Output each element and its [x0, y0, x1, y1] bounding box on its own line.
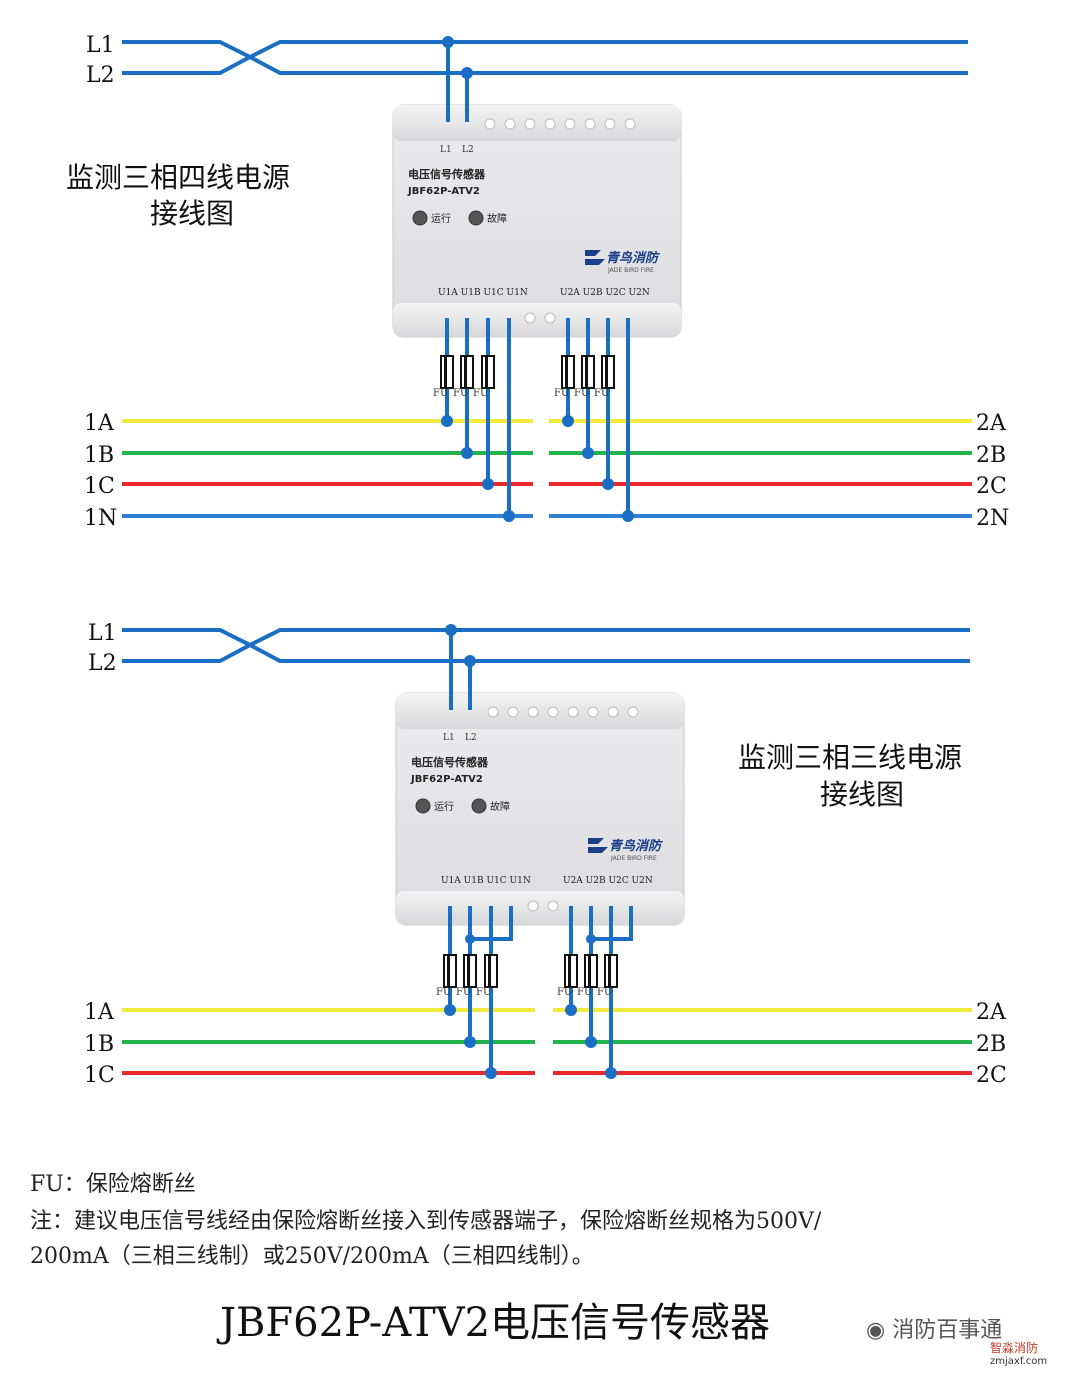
- bottom-terminals-group1: U1A U1B U1C U1N: [438, 288, 528, 298]
- run-led-label: 运行: [434, 800, 454, 813]
- fuse-label: FU: [476, 987, 491, 998]
- bus-label-2n: 2N: [976, 506, 1009, 531]
- brand-name: 青鸟消防: [609, 838, 663, 854]
- sensor-device: L1 L2 电压信号传感器 JBF62P-ATV2 运行 故障 青鸟消防 JAD…: [395, 692, 685, 926]
- bus-label-2a: 2A: [976, 411, 1007, 436]
- watermark-account: ◉ 消防百事通: [866, 1312, 1002, 1344]
- phase-buses: [122, 419, 972, 518]
- bottom-terminals-group1: U1A U1B U1C U1N: [441, 876, 531, 886]
- brand-name-en: JADE BIRD FIRE: [610, 855, 657, 862]
- bottom-terminals-group2: U2A U2B U2C U2N: [560, 288, 650, 298]
- diagram-three-wire: L1 L2 监测三相三线电源 接线图 L1 L2 电压信号传感器 JBF62P-…: [84, 621, 1007, 1088]
- top-terminal-l2: L2: [462, 145, 474, 155]
- note-recommendation-cont: 200mA（三相三线制）或250V/200mA（三相四线制）。: [30, 1244, 594, 1269]
- bottom-terminal-screws: [524, 312, 556, 324]
- bus-label-2c: 2C: [976, 474, 1007, 499]
- diagram-caption-line1: 监测三相三线电源: [738, 741, 962, 774]
- power-label-l2: L2: [86, 63, 115, 88]
- sensor-device: L1 L2 电压信号传感器 JBF62P-ATV2 运行 故障 青鸟消防 JAD…: [392, 104, 682, 338]
- fuse-label: FU: [433, 388, 448, 399]
- device-name: 电压信号传感器: [408, 167, 486, 181]
- tap-dots: [442, 36, 473, 79]
- fuse-label: FU: [574, 388, 589, 399]
- device-name: 电压信号传感器: [411, 755, 489, 769]
- fault-led-label: 故障: [487, 212, 507, 225]
- fuse-cores: [447, 955, 611, 987]
- fuse-label: FU: [597, 987, 612, 998]
- fuse-label: FU: [554, 388, 569, 399]
- diagram-caption-line2: 接线图: [820, 778, 904, 811]
- diagram-four-wire: L1 L2 监测三相四线电源 接线图 L1 L2 电压信号传感器 JBF62P-…: [66, 33, 1009, 531]
- fuse-label: FU: [594, 388, 609, 399]
- fuse-cores: [444, 356, 608, 388]
- bus-label-1b: 1B: [84, 443, 114, 468]
- bus-label-1c: 1C: [84, 474, 115, 499]
- diagram-caption-line1: 监测三相四线电源: [66, 161, 290, 194]
- note-fuse-legend: FU：保险熔断丝: [30, 1172, 196, 1197]
- bus-label-1a: 1A: [84, 411, 115, 436]
- watermark-brand-name: 智淼消防: [990, 1341, 1039, 1355]
- power-taps: [446, 42, 469, 122]
- junction-dots: [444, 934, 617, 1079]
- run-led-label: 运行: [431, 212, 451, 225]
- power-lines: [122, 628, 970, 663]
- bus-label-2b: 2B: [976, 443, 1006, 468]
- junction-dots: [441, 415, 634, 522]
- brand-logo-icon: [585, 250, 605, 265]
- bus-label-2b: 2B: [976, 1032, 1006, 1057]
- fuse-label: FU: [557, 987, 572, 998]
- run-led-icon: [412, 210, 428, 226]
- bus-label-1n: 1N: [84, 506, 117, 531]
- bus-label-2c: 2C: [976, 1063, 1007, 1088]
- note-recommendation: 注：建议电压信号线经由保险熔断丝接入到传感器端子，保险熔断丝规格为500V/: [30, 1209, 822, 1234]
- phase-buses: [122, 1008, 972, 1075]
- watermark-site: zmjaxf.com: [990, 1356, 1048, 1367]
- power-label-l1: L1: [86, 33, 115, 58]
- fuse-label: FU: [456, 987, 471, 998]
- fuse-label: FU: [453, 388, 468, 399]
- diagram-caption-line2: 接线图: [150, 197, 234, 230]
- bottom-terminals-group2: U2A U2B U2C U2N: [563, 876, 653, 886]
- signal-wires: [445, 318, 630, 516]
- brand-name-en: JADE BIRD FIRE: [607, 267, 654, 274]
- power-lines: [122, 40, 968, 75]
- page-title: JBF62P-ATV2电压信号传感器: [220, 1300, 771, 1346]
- run-led-icon: [415, 798, 431, 814]
- fuse-label: FU: [473, 388, 488, 399]
- device-model: JBF62P-ATV2: [407, 186, 480, 197]
- bottom-terminal-screws: [527, 900, 559, 912]
- fault-led-label: 故障: [490, 800, 510, 813]
- fuse-label: FU: [577, 987, 592, 998]
- watermark-account-name: 消防百事通: [892, 1318, 1003, 1343]
- device-model: JBF62P-ATV2: [410, 774, 483, 785]
- brand-logo-icon: [588, 838, 608, 853]
- bus-label-2a: 2A: [976, 1000, 1007, 1025]
- power-label-l1: L1: [88, 621, 117, 646]
- top-terminal-l1: L1: [443, 733, 455, 743]
- brand-name: 青鸟消防: [606, 250, 660, 266]
- top-terminal-l2: L2: [465, 733, 477, 743]
- fault-led-icon: [471, 798, 487, 814]
- power-label-l2: L2: [88, 651, 117, 676]
- watermark-brand: 智淼消防 zmjaxf.com: [990, 1342, 1047, 1368]
- tap-dots: [445, 624, 476, 667]
- top-terminal-screws: [487, 706, 639, 718]
- bus-label-1c: 1C: [84, 1063, 115, 1088]
- power-taps: [449, 630, 472, 710]
- fuse-label: FU: [436, 987, 451, 998]
- fault-led-icon: [468, 210, 484, 226]
- top-terminal-l1: L1: [440, 145, 452, 155]
- bus-label-1a: 1A: [84, 1000, 115, 1025]
- top-terminal-screws: [484, 118, 636, 130]
- bus-label-1b: 1B: [84, 1032, 114, 1057]
- chat-icon: ◉: [866, 1318, 893, 1343]
